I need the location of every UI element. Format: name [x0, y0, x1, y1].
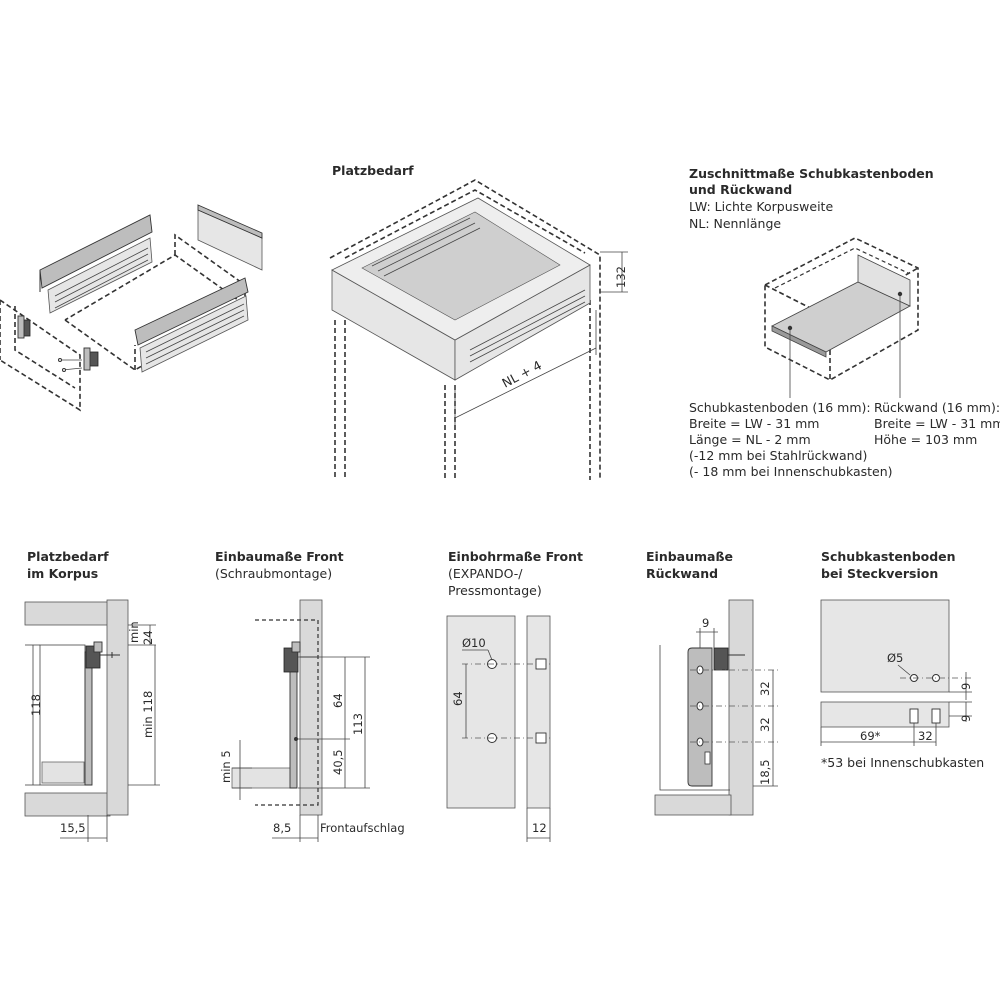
front-drill-section [446, 615, 552, 842]
panel1-title-1: Platzbedarf [27, 549, 109, 564]
korpus-section [24, 599, 160, 842]
rueckwand-text: Rückwand (16 mm): Breite = LW - 31 mm Hö… [874, 400, 1000, 447]
p5-69-label: 69* [860, 729, 881, 743]
p1-155-label: 15,5 [60, 821, 86, 835]
svg-text:Breite = LW - 31 mm: Breite = LW - 31 mm [874, 416, 1000, 431]
p3-d10-label: Ø10 [462, 636, 486, 650]
p3-64-label: 64 [451, 691, 465, 706]
p5-d5-label: Ø5 [887, 651, 903, 665]
zuschnitt-title-2: und Rückwand [689, 182, 792, 197]
p4-185-label: 18,5 [758, 759, 772, 785]
panel3-title: Einbohrmaße Front [448, 549, 583, 564]
p5-footnote: *53 bei Innenschubkasten [821, 755, 984, 770]
panel1-title-2: im Korpus [27, 566, 98, 581]
cut-dimension-box [764, 237, 919, 398]
svg-text:Länge = NL - 2 mm: Länge = NL - 2 mm [689, 432, 811, 447]
zuschnitt-title-1: Zuschnittmaße Schubkastenboden [689, 166, 934, 181]
p4-9-label: 9 [702, 616, 709, 630]
panel5-title-1: Schubkastenboden [821, 549, 956, 564]
p5-9a-label: 9 [959, 683, 973, 690]
length-nl4-label: NL + 4 [499, 357, 544, 390]
exploded-drawer-view [0, 204, 263, 412]
legend-lw: LW: Lichte Korpusweite [689, 199, 833, 214]
platzbedarf-title: Platzbedarf [332, 163, 414, 178]
svg-text:(-12 mm bei Stahlrückwand): (-12 mm bei Stahlrückwand) [689, 448, 867, 463]
p2-113-label: 113 [351, 713, 365, 735]
p3-12-label: 12 [532, 821, 547, 835]
p2-85-label: 8,5 [273, 821, 291, 835]
panel3-subtitle-1: (EXPANDO-/ [448, 566, 523, 581]
panel3-subtitle-2: Pressmontage) [448, 583, 542, 598]
panel4-title-2: Rückwand [646, 566, 718, 581]
svg-text:Höhe = 103 mm: Höhe = 103 mm [874, 432, 977, 447]
p1-min118-label: min 118 [141, 691, 155, 738]
drawer-space-view [329, 179, 628, 480]
p1-118-label: 118 [29, 694, 43, 716]
p5-9b-label: 9 [959, 715, 973, 722]
panel2-subtitle: (Schraubmontage) [215, 566, 332, 581]
svg-text:(- 18 mm bei Innenschubkasten): (- 18 mm bei Innenschubkasten) [689, 464, 893, 479]
legend-nl: NL: Nennlänge [689, 216, 781, 231]
front-screw-section [231, 599, 370, 842]
p4-32a-label: 32 [758, 681, 772, 696]
p4-32b-label: 32 [758, 717, 772, 732]
p2-64-label: 64 [331, 693, 345, 708]
panel5-title-2: bei Steckversion [821, 566, 938, 581]
p2-frontaufschlag-label: Frontaufschlag [320, 821, 405, 835]
svg-text:Rückwand (16 mm):: Rückwand (16 mm): [874, 400, 1000, 415]
p2-405-label: 40,5 [331, 749, 345, 775]
boden-text: Schubkastenboden (16 mm): Breite = LW - … [689, 400, 893, 479]
svg-text:Breite = LW - 31 mm: Breite = LW - 31 mm [689, 416, 819, 431]
plug-bottom-section [820, 599, 972, 746]
panel4-title-1: Einbaumaße [646, 549, 733, 564]
p1-24-label: 24 [141, 630, 155, 645]
panel2-title: Einbaumaße Front [215, 549, 344, 564]
p1-min-label: min [127, 621, 141, 643]
svg-text:Schubkastenboden (16 mm):: Schubkastenboden (16 mm): [689, 400, 871, 415]
rear-panel-section [654, 599, 778, 816]
p2-min5-label: min 5 [219, 750, 233, 783]
p5-32-label: 32 [918, 729, 933, 743]
height-132-label: 132 [614, 266, 628, 288]
